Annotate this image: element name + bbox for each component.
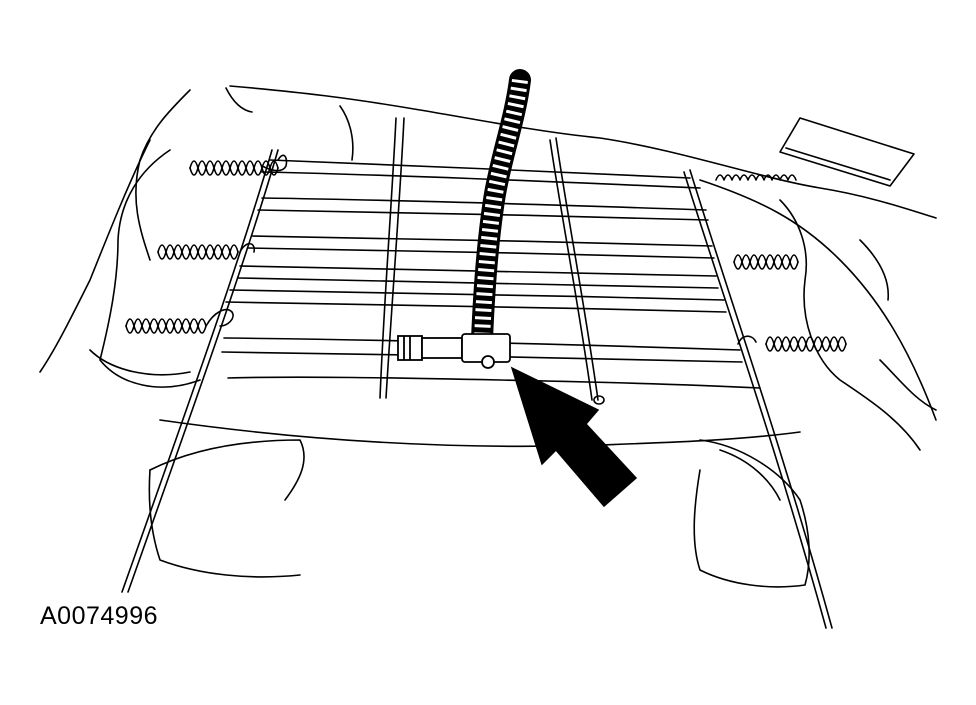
left-coil-springs (125, 154, 288, 334)
right-coil-springs (715, 174, 847, 352)
figure-id-label: A0074996 (40, 602, 159, 630)
wiring-harness-conduit (471, 69, 531, 351)
top-right-bracket (779, 117, 915, 187)
left-side-wire (121, 149, 273, 593)
center-rod-left (385, 117, 405, 399)
right-frame-outline (699, 179, 937, 421)
seat-top-edge (229, 85, 937, 219)
center-rod-right (555, 137, 599, 401)
pointer-arrow (510, 366, 638, 508)
electrical-connector (397, 333, 511, 369)
right-side-wire (689, 169, 833, 629)
left-frame-outline (39, 139, 151, 373)
